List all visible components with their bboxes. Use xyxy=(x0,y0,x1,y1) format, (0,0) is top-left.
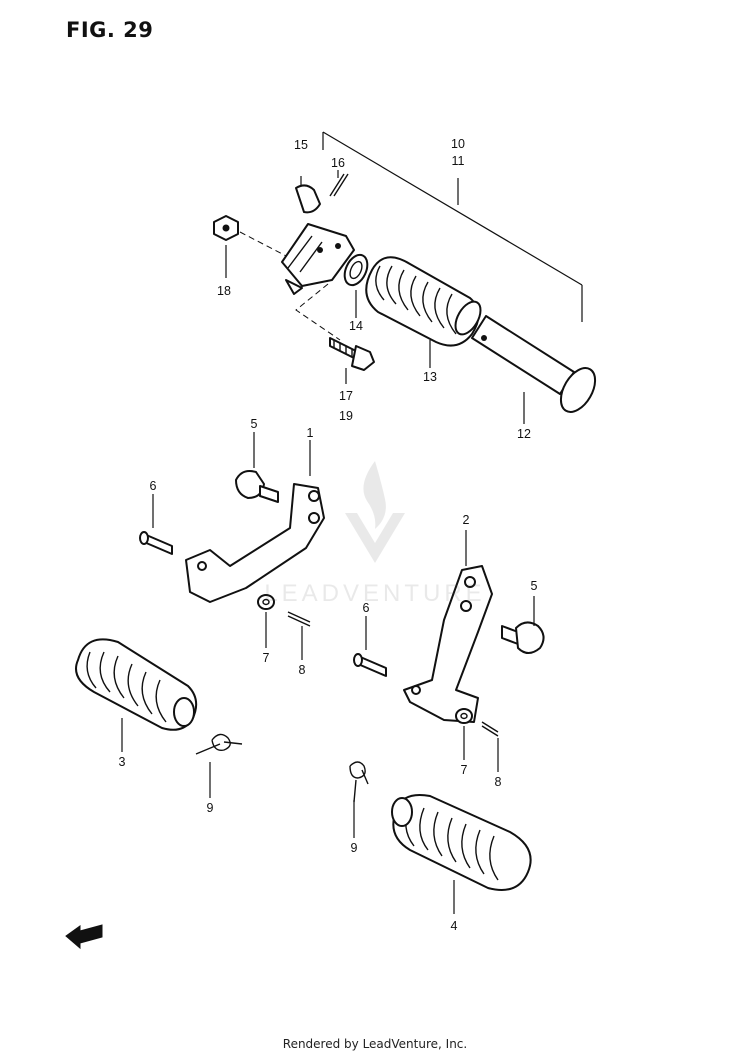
part-6-pin-right[interactable] xyxy=(353,616,387,677)
part-16-cotter-pin[interactable] xyxy=(329,170,349,197)
part-5-bolt-right[interactable] xyxy=(501,596,545,654)
callout-17: 17 xyxy=(339,389,353,403)
part-2-bracket-right[interactable] xyxy=(403,530,493,723)
part-1-bracket-left[interactable] xyxy=(185,440,325,603)
part-17-bolt[interactable] xyxy=(329,337,375,384)
callout-14: 14 xyxy=(349,319,363,333)
callout-15: 15 xyxy=(294,138,308,152)
callout-8-left: 8 xyxy=(299,663,306,677)
callout-4: 4 xyxy=(451,919,458,933)
callout-7-left: 7 xyxy=(263,651,270,665)
part-12-footrest-bar[interactable] xyxy=(471,315,602,424)
part-3-footpeg-left[interactable] xyxy=(75,638,198,752)
callout-6-right: 6 xyxy=(363,601,370,615)
part-7-washer-left[interactable] xyxy=(257,594,275,648)
part-9-spring-left[interactable] xyxy=(195,733,243,798)
front-arrow-icon xyxy=(65,924,103,950)
part-8-cotter-pin-left[interactable] xyxy=(287,611,311,660)
callout-7-right: 7 xyxy=(461,763,468,777)
figure-title: FIG. 29 xyxy=(66,18,154,42)
callout-9-left: 9 xyxy=(207,801,214,815)
part-5-bolt-left[interactable] xyxy=(235,432,279,503)
callout-16: 16 xyxy=(331,156,345,170)
part-upper-bracket[interactable] xyxy=(281,223,355,295)
leadventure-watermark: LEADVENTURE xyxy=(264,461,485,607)
callout-13: 13 xyxy=(423,370,437,384)
callout-9-right: 9 xyxy=(351,841,358,855)
callout-1: 1 xyxy=(307,426,314,440)
callout-6-left: 6 xyxy=(150,479,157,493)
callout-labels: 15 16 10 11 18 14 13 17 19 12 5 1 6 2 5 … xyxy=(119,137,538,933)
callout-8-right: 8 xyxy=(495,775,502,789)
part-14-washer[interactable] xyxy=(340,251,372,318)
callout-11: 11 xyxy=(452,154,465,168)
callout-5-left: 5 xyxy=(251,417,258,431)
callout-3: 3 xyxy=(119,755,126,769)
assembly-bracket-lines xyxy=(322,131,583,322)
part-13-rubber-grip[interactable] xyxy=(365,256,485,368)
part-8-cotter-pin-right[interactable] xyxy=(481,721,499,772)
watermark-text: LEADVENTURE xyxy=(264,580,485,607)
part-4-footpeg-right[interactable] xyxy=(391,794,532,914)
part-9-spring-right[interactable] xyxy=(349,761,369,838)
part-15-pin[interactable] xyxy=(295,176,321,214)
part-7-washer-right[interactable] xyxy=(455,708,473,760)
callout-10: 10 xyxy=(451,137,465,151)
part-6-pin-left[interactable] xyxy=(139,494,173,555)
callout-12: 12 xyxy=(517,427,531,441)
footer-credit: Rendered by LeadVenture, Inc. xyxy=(282,1037,468,1051)
callout-5-right: 5 xyxy=(531,579,538,593)
callout-2: 2 xyxy=(463,513,470,527)
callout-18: 18 xyxy=(217,284,231,298)
part-18-nut[interactable] xyxy=(213,215,239,278)
callout-19: 19 xyxy=(339,409,353,423)
